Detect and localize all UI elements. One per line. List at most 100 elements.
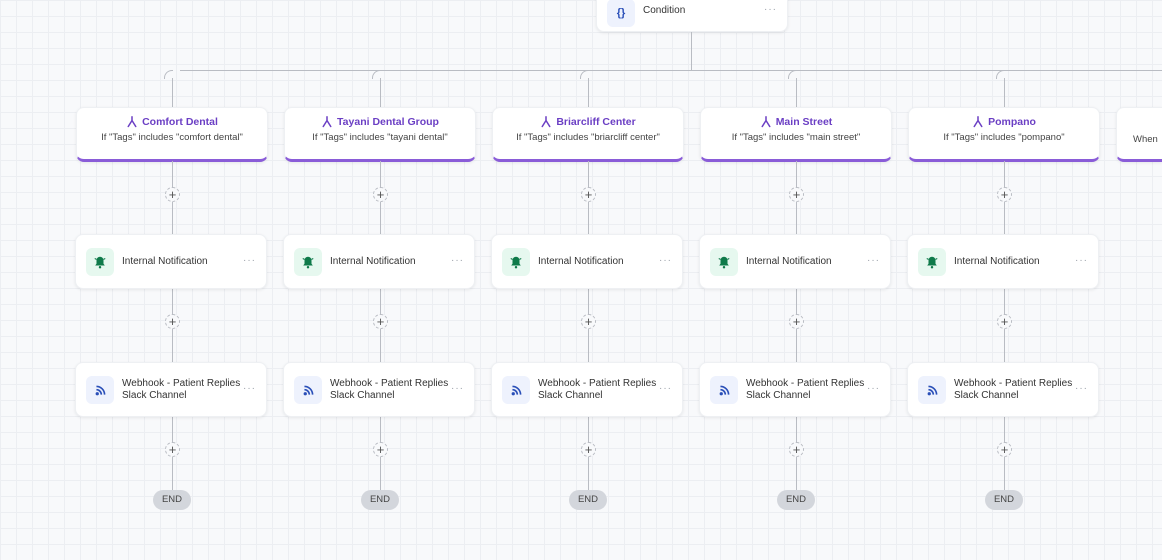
branch-condition: If "Tags" includes "comfort dental" (101, 132, 243, 143)
action-label-line2: Slack Channel (122, 390, 187, 401)
action-label-line2: Slack Channel (746, 390, 811, 401)
condition-node[interactable]: {} Condition ··· (596, 0, 788, 32)
internal-notification-node[interactable]: Internal Notification ··· (283, 234, 475, 289)
node-menu-button[interactable]: ··· (451, 255, 464, 266)
node-menu-button[interactable]: ··· (1075, 255, 1088, 266)
action-label-line2: Slack Channel (954, 390, 1019, 401)
end-marker: END (985, 490, 1023, 510)
action-label: Internal Notification (122, 256, 208, 267)
add-step-button[interactable]: + (789, 187, 804, 202)
rss-icon (502, 376, 530, 404)
end-marker: END (569, 490, 607, 510)
action-label-line2: Slack Channel (330, 390, 395, 401)
action-label-line1: Webhook - Patient Replies (122, 378, 241, 389)
connector (1004, 78, 1005, 107)
connector (691, 32, 692, 70)
internal-notification-node[interactable]: Internal Notification ··· (907, 234, 1099, 289)
branch-icon (761, 116, 771, 128)
action-label: Internal Notification (746, 256, 832, 267)
node-menu-button[interactable]: ··· (659, 255, 672, 266)
add-step-button[interactable]: + (165, 442, 180, 457)
action-label: Internal Notification (330, 256, 416, 267)
node-menu-button[interactable]: ··· (867, 255, 880, 266)
rss-icon (710, 376, 738, 404)
branch-title: Main Street (775, 116, 833, 128)
condition-menu-button[interactable]: ··· (764, 4, 777, 15)
action-label-line1: Webhook - Patient Replies (746, 378, 865, 389)
add-step-button[interactable]: + (997, 187, 1012, 202)
branch-icon (541, 116, 551, 128)
connector (788, 70, 797, 79)
connector (796, 78, 797, 107)
add-step-button[interactable]: + (997, 314, 1012, 329)
node-menu-button[interactable]: ··· (243, 255, 256, 266)
bell-icon (918, 248, 946, 276)
rss-icon (294, 376, 322, 404)
rss-icon (918, 376, 946, 404)
add-step-button[interactable]: + (165, 314, 180, 329)
branch-icon (322, 116, 332, 128)
branch-title: Comfort Dental (142, 116, 218, 128)
connector (172, 78, 173, 107)
node-menu-button[interactable]: ··· (1075, 383, 1088, 394)
add-step-button[interactable]: + (373, 187, 388, 202)
add-step-button[interactable]: + (165, 187, 180, 202)
internal-notification-node[interactable]: Internal Notification ··· (75, 234, 267, 289)
branch-node[interactable]: Briarcliff Center If "Tags" includes "br… (492, 107, 684, 162)
branch-condition: If "Tags" includes "pompano" (943, 132, 1065, 143)
branch-title: Pompano (988, 116, 1036, 128)
condition-label: Condition (643, 5, 686, 16)
branch-node[interactable]: Main Street If "Tags" includes "main str… (700, 107, 892, 162)
action-label-line2: Slack Channel (538, 390, 603, 401)
end-marker: END (777, 490, 815, 510)
connector (372, 70, 381, 79)
add-step-button[interactable]: + (789, 314, 804, 329)
add-step-button[interactable]: + (373, 314, 388, 329)
connector (380, 78, 381, 107)
node-menu-button[interactable]: ··· (243, 383, 256, 394)
action-label-line1: Webhook - Patient Replies (954, 378, 1073, 389)
bell-icon (710, 248, 738, 276)
rss-icon (86, 376, 114, 404)
braces-icon: {} (607, 0, 635, 27)
branch-node[interactable]: Tayani Dental Group If "Tags" includes "… (284, 107, 476, 162)
action-label: Internal Notification (538, 256, 624, 267)
branch-node[interactable]: Pompano If "Tags" includes "pompano" (908, 107, 1100, 162)
branch-title: Briarcliff Center (556, 116, 636, 128)
bell-icon (294, 248, 322, 276)
branch-condition: When (1133, 134, 1158, 145)
node-menu-button[interactable]: ··· (659, 383, 672, 394)
node-menu-button[interactable]: ··· (867, 383, 880, 394)
action-label-line1: Webhook - Patient Replies (330, 378, 449, 389)
connector (180, 70, 1162, 71)
action-label: Internal Notification (954, 256, 1040, 267)
add-step-button[interactable]: + (581, 187, 596, 202)
node-menu-button[interactable]: ··· (451, 383, 464, 394)
internal-notification-node[interactable]: Internal Notification ··· (699, 234, 891, 289)
add-step-button[interactable]: + (789, 442, 804, 457)
branch-title: Tayani Dental Group (337, 116, 439, 128)
connector (588, 78, 589, 107)
end-marker: END (361, 490, 399, 510)
branch-condition: If "Tags" includes "briarcliff center" (516, 132, 660, 143)
connector (580, 70, 589, 79)
add-step-button[interactable]: + (997, 442, 1012, 457)
add-step-button[interactable]: + (581, 442, 596, 457)
action-label-line1: Webhook - Patient Replies (538, 378, 657, 389)
add-step-button[interactable]: + (373, 442, 388, 457)
branch-node[interactable]: Comfort Dental If "Tags" includes "comfo… (76, 107, 268, 162)
internal-notification-node[interactable]: Internal Notification ··· (491, 234, 683, 289)
branch-condition: If "Tags" includes "main street" (731, 132, 861, 143)
bell-icon (86, 248, 114, 276)
add-step-button[interactable]: + (581, 314, 596, 329)
connector (996, 70, 1005, 79)
bell-icon (502, 248, 530, 276)
branch-node-partial[interactable]: When (1116, 107, 1162, 162)
end-marker: END (153, 490, 191, 510)
branch-icon (127, 116, 137, 128)
